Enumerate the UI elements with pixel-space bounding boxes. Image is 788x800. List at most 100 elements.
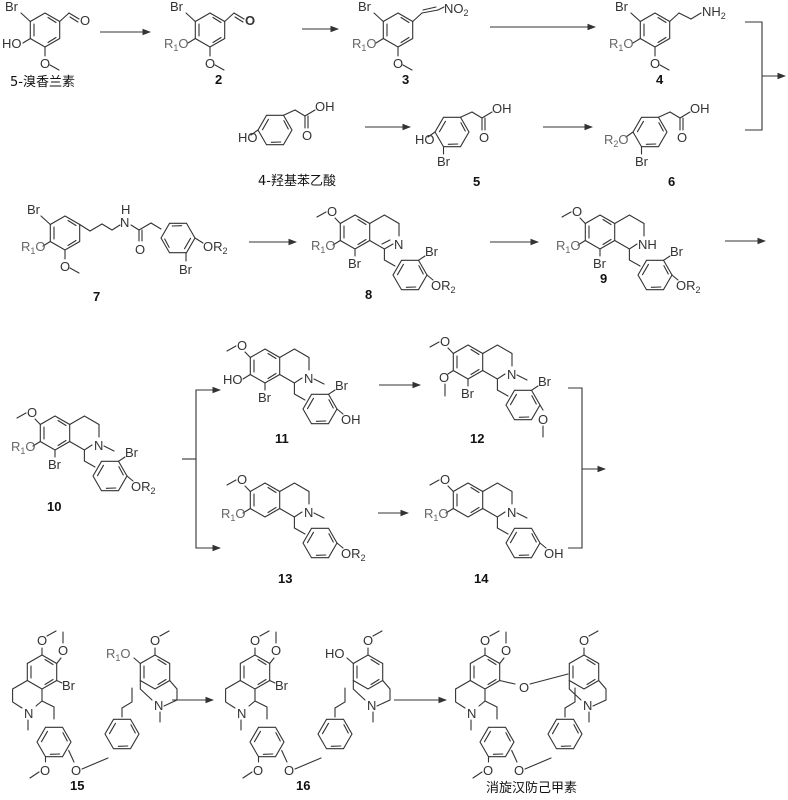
br-atom: Br [179,262,193,277]
n-atom: N [467,706,476,721]
br-atom: Br [437,154,451,169]
compound-12: O O Br N Br O [429,334,552,438]
ho-atom: HO [223,372,243,387]
n-atom: N [304,371,313,386]
br-atom: Br [538,374,552,389]
o-atom: O [135,242,145,257]
o-atom: O [440,334,450,349]
or2-group: OR2 [676,278,701,295]
compound-3: Br R1O O NO2 [352,0,469,71]
label-4: 4 [656,72,664,87]
r1o-group: R1O [106,646,131,663]
oh-atom: OH [544,546,564,561]
oh-atom: OH [690,101,710,116]
o-atom: O [480,633,490,648]
o-atom: O [150,633,160,648]
o-atom: O [650,56,660,71]
o-atom: O [302,128,312,143]
o-atom: O [58,643,68,658]
merge-bracket-4-6 [745,21,763,131]
compound-13: O R1O N OR2 [221,472,366,566]
r1o-group: R1O [609,36,634,53]
o-atom: O [572,204,582,219]
br-atom: Br [5,0,19,14]
n-atom: N [120,215,129,230]
r1o-group: R1O [164,36,189,53]
o-atom: O [519,680,529,695]
o-atom: O [363,633,373,648]
r1o-group: R1O [21,239,46,256]
n-atom: N [237,706,246,721]
label-15: 15 [70,778,84,793]
ho-atom: HO [2,36,22,51]
compound-5-bromovanillin: Br HO O O [2,0,90,71]
o-atom: O [579,633,589,648]
label-10: 10 [47,499,61,514]
o-atom: O [483,763,493,778]
o-atom: O [60,259,70,274]
oh-atom: OH [492,101,512,116]
ho-atom: HO [238,130,258,145]
label-3: 3 [402,72,409,87]
compound-9: O R1O Br NH Br OR2 [556,204,701,298]
compound-5: HO Br OH O [415,101,512,169]
o-atom: O [677,130,687,145]
label-7: 7 [93,289,100,304]
compound-2: Br R1O O O [164,0,255,71]
r1o-group: R1O [311,238,336,255]
compound-15: O O Br N O O N O R1O [12,630,178,779]
n-atom: N [367,698,376,713]
o-atom: O [253,763,263,778]
n-atom: N [507,505,516,520]
o-atom: O [40,763,50,778]
or2-group: OR2 [431,278,456,295]
o-atom: O [479,130,489,145]
label-4-hydroxyphenylacetic-acid: 4-羟基苯乙酸 [258,174,336,189]
label-2: 2 [215,72,222,87]
label-5-bromovanillin: 5-溴香兰素 [10,75,75,90]
or2-group: OR2 [341,546,366,563]
compound-4-hydroxyphenylacetic-acid: HO OH O [238,99,335,153]
label-8: 8 [365,287,372,302]
o-atom: O [440,472,450,487]
label-14: 14 [474,571,489,586]
label-11: 11 [275,431,289,446]
r1o-group: R1O [221,506,246,523]
o-atom: O [501,643,511,658]
br-atom: Br [593,256,607,271]
br-atom: Br [635,154,649,169]
o-atom: O [237,338,247,353]
n-atom: N [24,706,33,721]
n-atom: N [304,505,313,520]
o-atom: O [514,763,524,778]
r1o-group: R1O [352,36,377,53]
label-6: 6 [668,174,675,189]
n-atom: N [583,698,592,713]
or2-group: OR2 [203,239,228,256]
o-atom: O [40,56,50,71]
o-atom: O [37,633,47,648]
label-tetrandrine: 消旋汉防己甲素 [486,780,577,796]
label-13: 13 [278,571,292,586]
or2-group: OR2 [131,479,156,496]
o-atom: O [80,13,90,28]
o-atom: O [245,13,255,28]
n-atom: N [394,237,403,252]
o-atom: O [205,56,215,71]
br-atom: Br [358,0,372,14]
br-atom: Br [27,202,41,217]
o-atom: O [538,412,548,427]
br-atom: Br [170,0,184,14]
r1o-group: R1O [11,439,36,456]
br-atom: Br [275,678,289,693]
compound-tetrandrine: O O O N O O N O [455,630,607,779]
o-atom: O [284,763,294,778]
compound-4: Br R1O O NH2 [609,0,726,71]
o-atom: O [237,472,247,487]
o-atom: O [439,370,449,385]
r1o-group: R1O [556,238,581,255]
o-atom: O [27,405,37,420]
ho-atom: HO [325,646,345,661]
br-atom: Br [125,445,139,460]
